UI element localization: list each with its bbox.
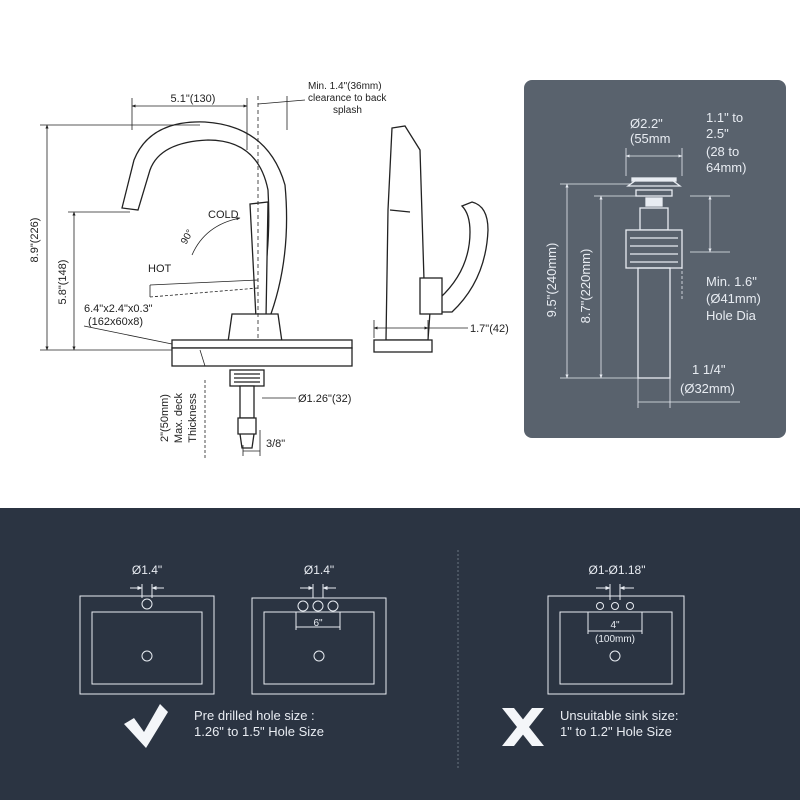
- spout-reach-label: 5.1"(130): [171, 93, 216, 105]
- single-hole-label: Ø1.4": [132, 563, 162, 577]
- shank: [239, 385, 255, 419]
- pop-up-drain: [625, 177, 683, 379]
- faucet-hole-right: [327, 600, 339, 612]
- clearance-label-1: Min. 1.4"(36mm): [308, 81, 382, 92]
- drain-hole: [313, 650, 325, 662]
- faucet-hole-center: [611, 602, 619, 610]
- unsuitable-spacing-1: 4": [610, 620, 620, 631]
- checkmark-icon: [124, 704, 168, 748]
- unsuitable-label: Ø1-Ø1.18": [589, 563, 646, 577]
- deck-plate: [171, 339, 353, 349]
- range-label-1: 1.1" to: [706, 110, 743, 125]
- total-length-label: 9.5"(240mm): [544, 243, 559, 318]
- cap-dia-label-1: Ø2.2": [630, 116, 663, 131]
- body-length-label: 8.7"(220mm): [578, 249, 593, 324]
- three-hole-label: Ø1.4": [304, 563, 334, 577]
- overall-height-label: 8.9"(226): [29, 218, 41, 263]
- drain-hole: [609, 650, 621, 662]
- unsuitable-caption-2: 1" to 1.2" Hole Size: [560, 724, 672, 739]
- supply-thread-label: 3/8": [266, 438, 285, 450]
- three-hole-spacing: 6": [313, 618, 323, 629]
- faucet-hole-left: [297, 600, 309, 612]
- unsuitable-caption-1: Unsuitable sink size:: [560, 708, 679, 723]
- min-hole-label-2: (Ø41mm): [706, 291, 761, 306]
- side-base: [373, 339, 433, 353]
- sink-three-hole: [251, 584, 387, 695]
- tail-dia-label-2: (Ø32mm): [680, 381, 735, 396]
- handle: [249, 201, 269, 319]
- faucet-body: [227, 313, 283, 343]
- faucet-hole: [141, 598, 153, 610]
- cold-label: COLD: [208, 209, 239, 221]
- base-offset-label: 1.7"(42): [470, 323, 509, 335]
- sink-single-hole: [79, 584, 215, 695]
- sink-compatibility-panel: [0, 508, 800, 800]
- counter-top: [171, 347, 353, 367]
- range-label-3: (28 to: [706, 144, 739, 159]
- faucet-side-view: [373, 125, 489, 353]
- min-hole-label-3: Hole Dia: [706, 308, 757, 323]
- clearance-label-2: clearance to back: [308, 93, 387, 104]
- supply-connector: [237, 417, 257, 435]
- side-handle-base: [419, 277, 443, 315]
- deck-thickness-label-3: Thickness: [187, 393, 199, 443]
- deckplate-label-1: 6.4"x2.4"x0.3": [84, 303, 153, 315]
- min-hole-label-1: Min. 1.6": [706, 274, 757, 289]
- tail-dia-label-1: 1 1/4": [692, 362, 726, 377]
- faucet-hole-right: [626, 602, 634, 610]
- shank-dia-label: Ø1.26"(32): [298, 393, 351, 405]
- deck-thickness-label-1: 2"(50mm): [159, 394, 171, 442]
- spout-height-label: 5.8"(148): [57, 260, 69, 305]
- range-label-4: 64mm): [706, 160, 746, 175]
- drain-hole: [141, 650, 153, 662]
- faucet-hole-center: [312, 600, 324, 612]
- clearance-label-3: splash: [333, 105, 362, 116]
- front-dimension-lines: [40, 96, 306, 460]
- cross-icon: [502, 708, 544, 746]
- deckplate-label-2: (162x60x8): [88, 316, 143, 328]
- faucet-front-view: [121, 121, 353, 449]
- deck-thickness-label-2: Max. deck: [173, 392, 185, 443]
- range-label-2: 2.5": [706, 126, 729, 141]
- drain-tailpiece: [637, 267, 671, 379]
- suitable-caption-1: Pre drilled hole size :: [194, 708, 315, 723]
- hot-label: HOT: [148, 263, 172, 275]
- unsuitable-spacing-2: (100mm): [595, 634, 635, 645]
- cap-dia-label-2: (55mm: [630, 131, 670, 146]
- side-handle: [439, 201, 489, 313]
- handle-angle-label: 90°: [179, 228, 196, 247]
- faucet-hole-left: [596, 602, 604, 610]
- suitable-caption-2: 1.26" to 1.5" Hole Size: [194, 724, 324, 739]
- sink-unsuitable: [547, 584, 685, 695]
